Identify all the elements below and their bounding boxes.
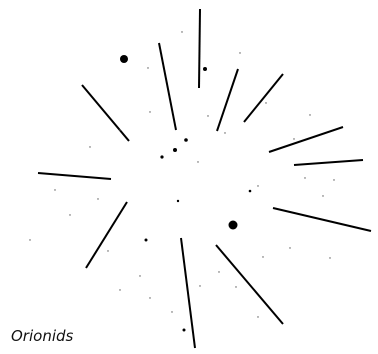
faint-star xyxy=(218,271,219,272)
bright-star xyxy=(229,221,238,230)
star xyxy=(249,190,252,193)
faint-star xyxy=(97,198,98,199)
star xyxy=(203,67,207,71)
faint-star xyxy=(119,129,120,130)
star xyxy=(183,329,186,332)
faint-star xyxy=(181,31,182,32)
meteor-trail xyxy=(159,43,176,130)
faint-star xyxy=(207,115,208,116)
faint-star xyxy=(29,239,30,240)
faint-star xyxy=(147,67,148,68)
star xyxy=(160,155,163,158)
faint-star xyxy=(54,189,55,190)
faint-star xyxy=(289,247,290,248)
faint-star xyxy=(309,114,310,115)
shower-name-label: Orionids xyxy=(11,327,73,345)
faint-star xyxy=(149,297,150,298)
faint-star xyxy=(149,111,150,112)
faint-star xyxy=(262,256,263,257)
stars xyxy=(120,55,251,332)
meteor-trail xyxy=(82,85,129,141)
faint-star xyxy=(293,138,294,139)
faint-star xyxy=(69,214,70,215)
faint-star xyxy=(265,102,266,103)
faint-star xyxy=(304,177,305,178)
faint-star xyxy=(119,289,120,290)
faint-star xyxy=(139,275,140,276)
faint-star xyxy=(257,316,258,317)
faint-stars xyxy=(29,31,334,317)
star xyxy=(184,138,188,142)
faint-star xyxy=(89,146,90,147)
meteor-trail xyxy=(199,9,200,88)
faint-star xyxy=(239,52,240,53)
faint-star xyxy=(322,195,323,196)
faint-star xyxy=(224,132,225,133)
star xyxy=(173,148,177,152)
meteor-trail xyxy=(217,69,238,131)
star xyxy=(145,239,148,242)
faint-star xyxy=(329,257,330,258)
meteor-trails xyxy=(38,9,371,348)
faint-star xyxy=(171,311,172,312)
star xyxy=(177,200,179,202)
meteor-trail xyxy=(181,238,195,348)
faint-star xyxy=(199,285,200,286)
meteor-trail xyxy=(86,202,127,268)
faint-star xyxy=(333,179,334,180)
faint-star xyxy=(107,250,108,251)
meteor-trail xyxy=(216,245,283,324)
bright-star xyxy=(120,55,128,63)
meteor-trail xyxy=(269,127,343,152)
faint-star xyxy=(197,161,198,162)
faint-star xyxy=(235,286,236,287)
meteor-trail xyxy=(273,208,371,231)
faint-star xyxy=(257,185,258,186)
meteor-trail xyxy=(294,160,363,165)
meteor-trail xyxy=(38,173,111,179)
meteor-trail xyxy=(244,74,283,122)
